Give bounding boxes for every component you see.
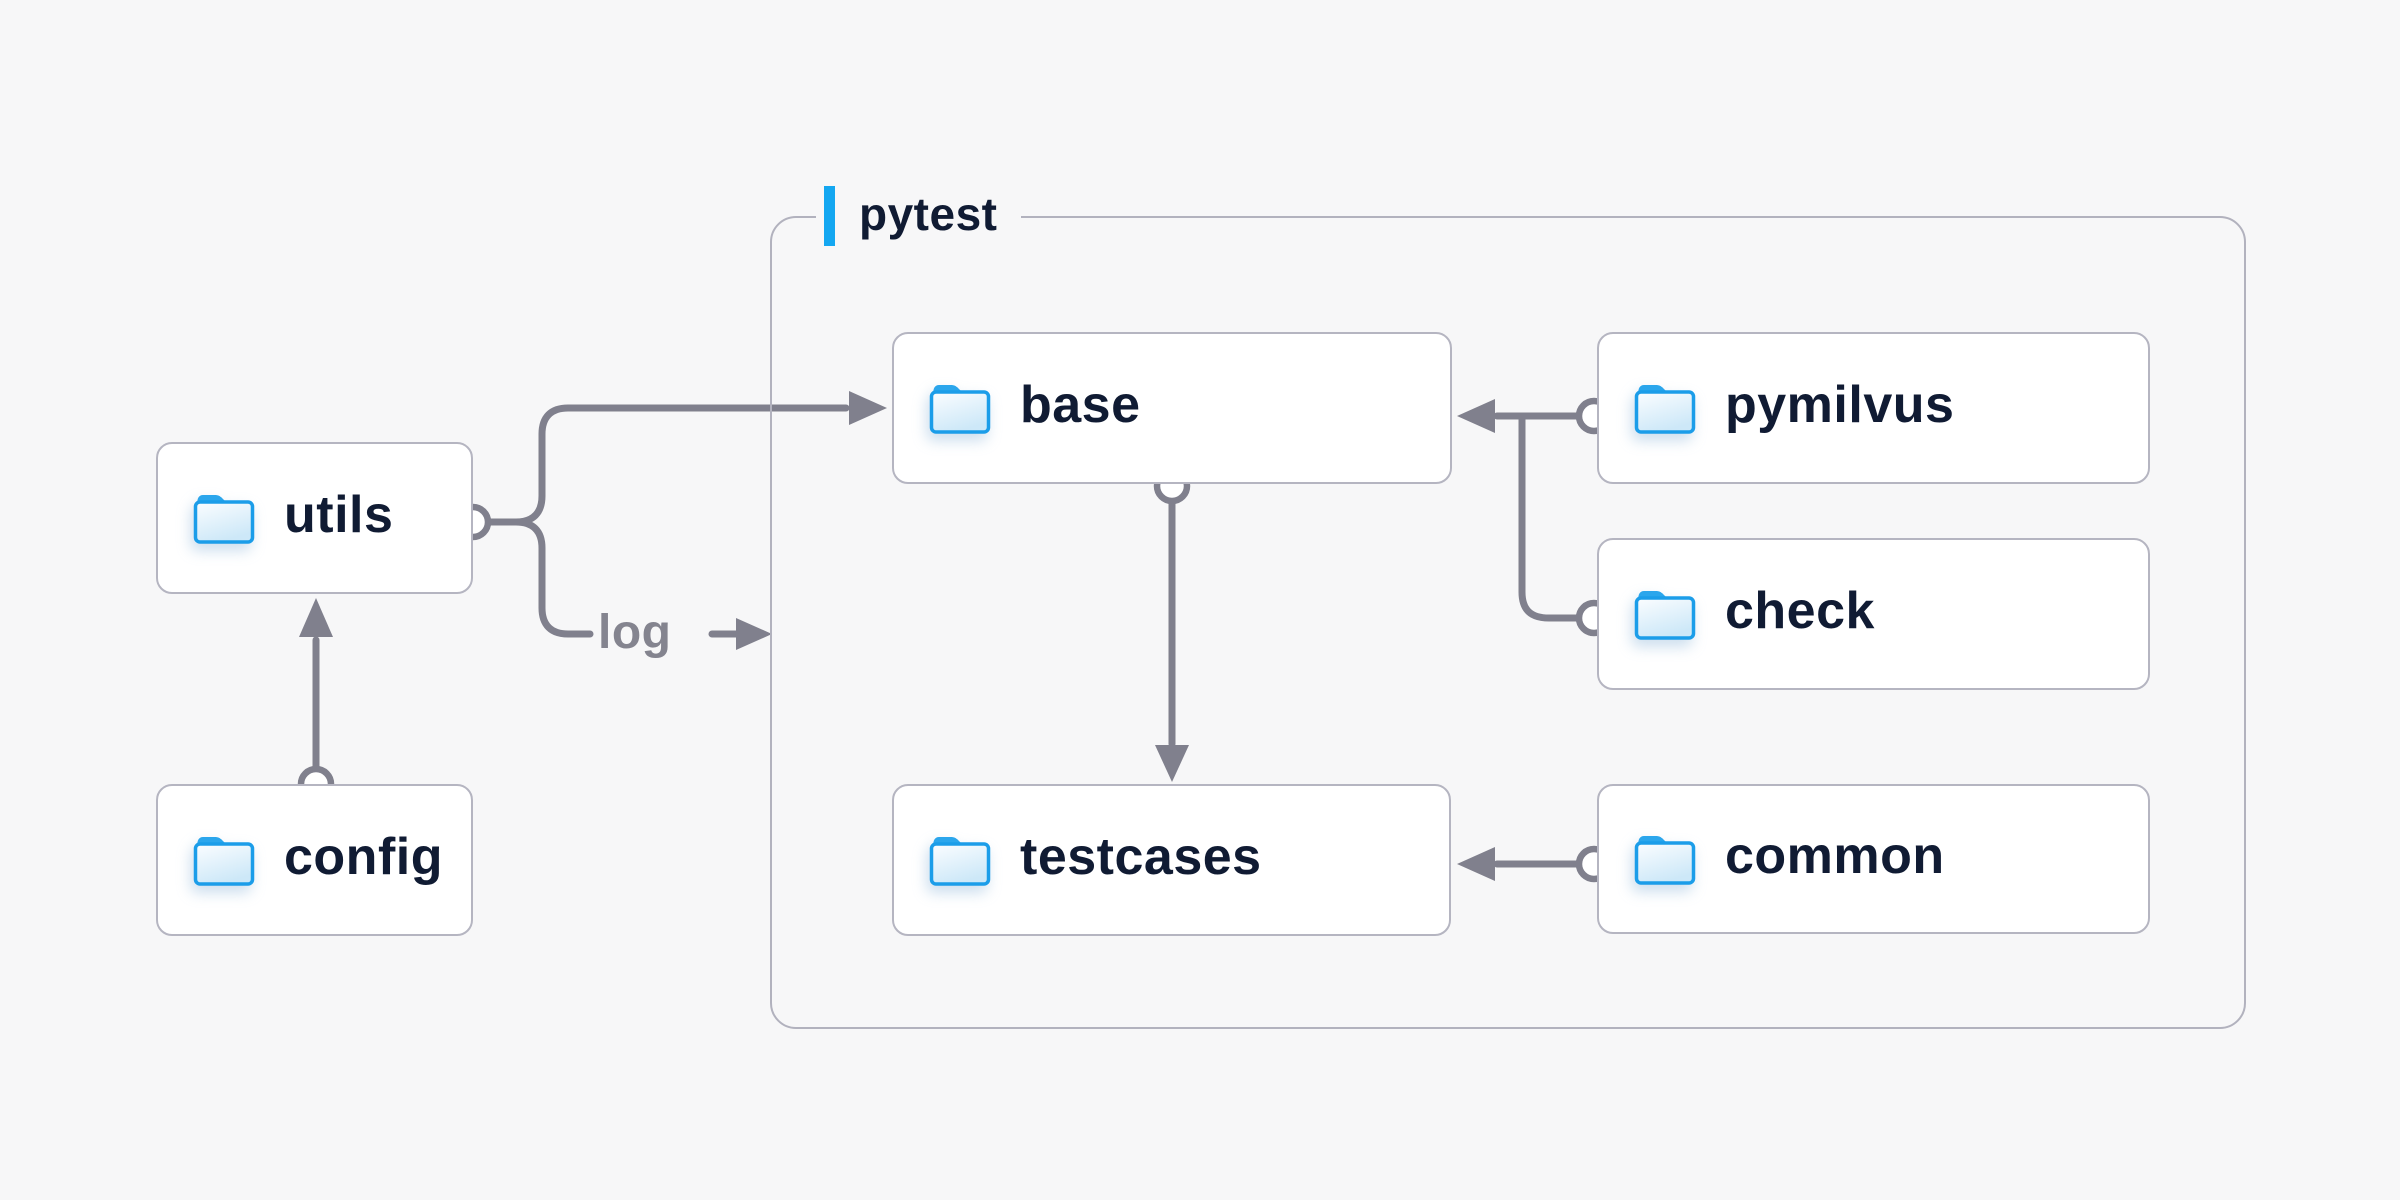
folder-icon	[193, 837, 255, 886]
node-label: testcases	[1020, 828, 1262, 886]
folder-node-base: base	[892, 332, 1452, 484]
folder-icon	[1634, 385, 1696, 434]
blue-accent-bar	[824, 186, 835, 246]
folder-icon	[929, 837, 991, 886]
log-edge-label: log	[598, 606, 672, 659]
folder-node-common: common	[1597, 784, 2150, 934]
folder-node-testcases: testcases	[892, 784, 1451, 936]
node-label: base	[1020, 376, 1141, 434]
node-label: check	[1725, 582, 1875, 640]
arrowhead-into-utils	[299, 598, 333, 637]
folder-icon	[193, 495, 255, 544]
folder-icon	[929, 385, 991, 434]
arrowhead-log	[736, 618, 772, 650]
group-title: pytest	[859, 188, 998, 240]
folder-node-pymilvus: pymilvus	[1597, 332, 2150, 484]
node-label: utils	[284, 486, 394, 544]
pytest-group-label: pytest	[816, 184, 1022, 248]
pytest-group: pytest	[770, 184, 2246, 1029]
node-label: common	[1725, 827, 1945, 885]
node-label: config	[284, 828, 443, 886]
folder-icon	[1634, 836, 1696, 885]
edge-utils-log	[512, 518, 594, 638]
folder-icon	[1634, 591, 1696, 640]
node-label: pymilvus	[1725, 376, 1955, 434]
folder-node-config: config	[156, 784, 473, 936]
folder-node-check: check	[1597, 538, 2150, 690]
folder-node-utils: utils	[156, 442, 473, 594]
